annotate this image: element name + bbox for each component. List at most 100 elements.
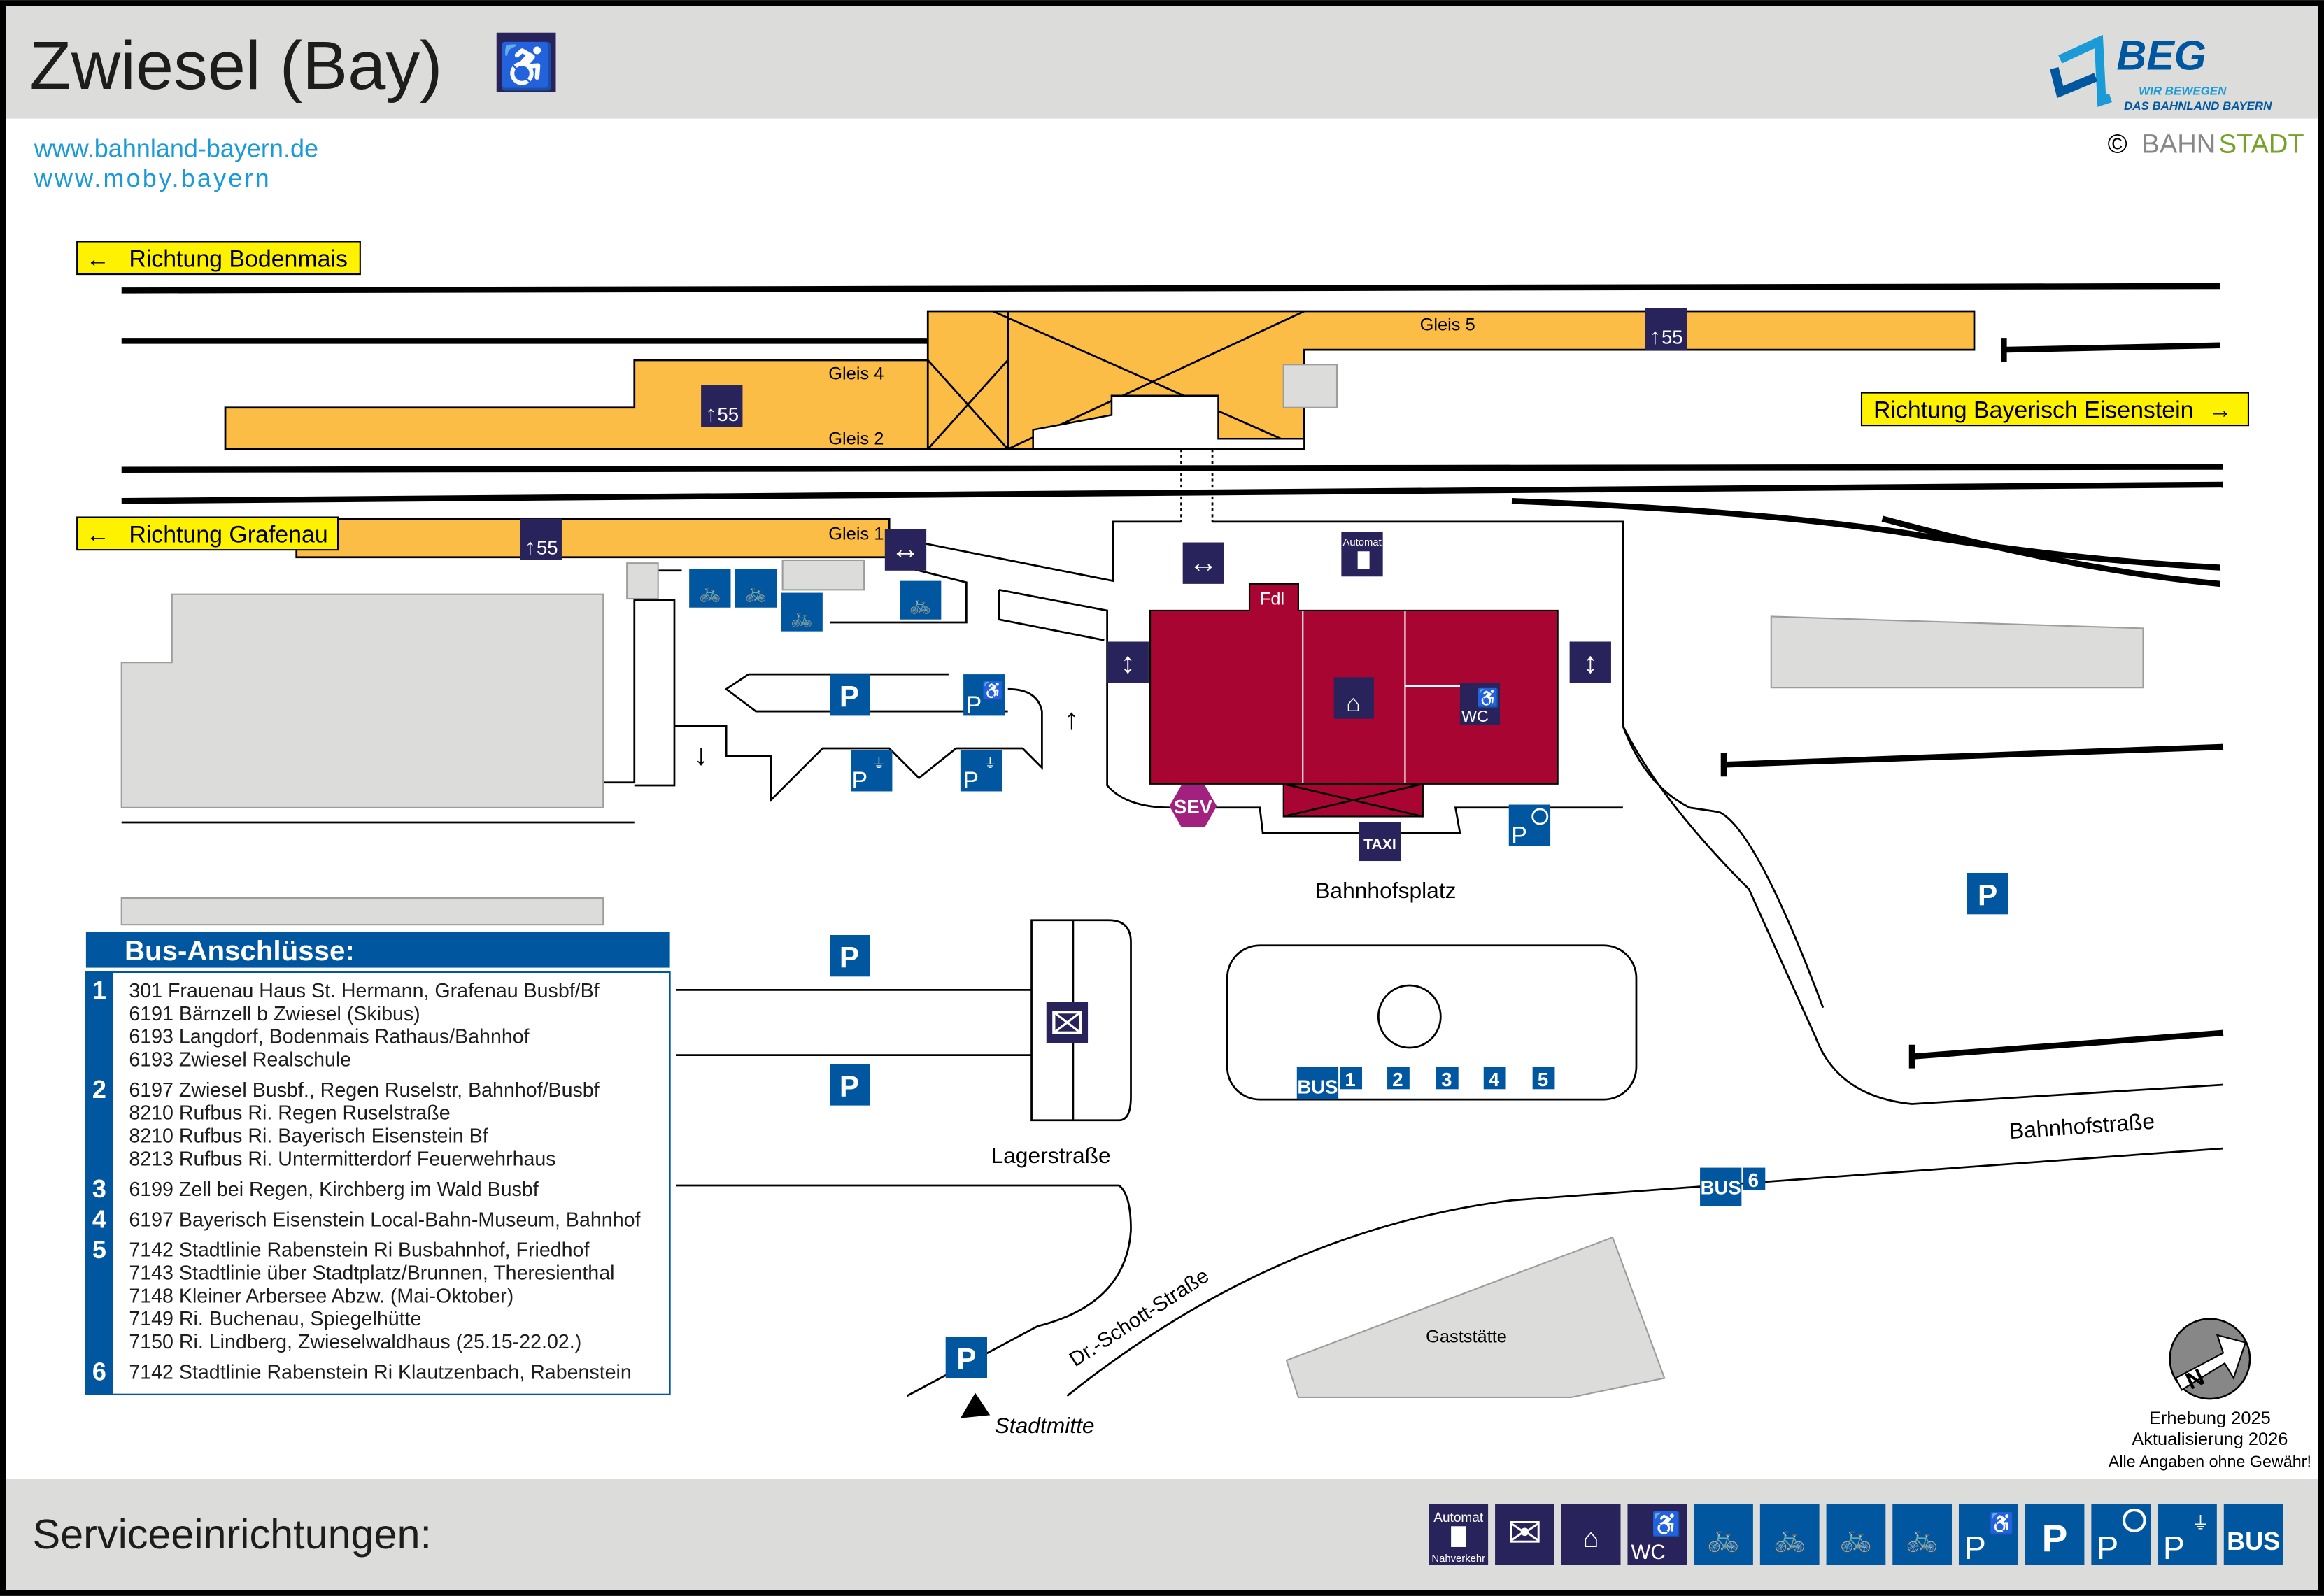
bus-line: 7148 Kleiner Arbersee Abzw. (Mai-Oktober…: [129, 1285, 513, 1307]
svg-text:BAHN: BAHN: [2141, 129, 2216, 159]
wheelchair-icon: ♿: [496, 32, 556, 92]
bus-line: 8210 Rufbus Ri. Regen Ruselstraße: [129, 1102, 450, 1125]
gleis-1-label: Gleis 1: [828, 524, 884, 543]
passage-horizontal-icon: ↔: [1182, 542, 1224, 584]
passage-horizontal-icon: ↔: [884, 529, 927, 571]
svg-text:✉: ✉: [1508, 1509, 1543, 1556]
disclaimer: Alle Angaben ohne Gewähr!: [2109, 1453, 2311, 1471]
survey-year: Erhebung 2025: [2149, 1409, 2271, 1428]
svg-text:→: →: [2209, 397, 2232, 424]
e-bike-charging-icon: 🚲: [1892, 1504, 1953, 1565]
passage-vertical-icon: ↕: [1569, 641, 1611, 683]
svg-text:P: P: [839, 681, 859, 713]
svg-text:🚲: 🚲: [791, 608, 813, 628]
mailbox-icon: [1046, 1002, 1089, 1043]
link-moby[interactable]: www.moby.bayern: [34, 164, 271, 192]
header-band: [6, 6, 2318, 119]
svg-text:BUS: BUS: [2227, 1527, 2280, 1555]
bus-stop-5: 5: [1532, 1067, 1555, 1090]
bike-rental-icon: 🚲: [781, 592, 823, 632]
bus-stop-number: 1: [92, 976, 106, 1004]
short-term-parking-icon: P: [2091, 1504, 2151, 1566]
bus-stop-3: 3: [1436, 1067, 1459, 1090]
lagerstrasse-label: Lagerstraße: [991, 1143, 1110, 1168]
svg-text:TAXI: TAXI: [1363, 836, 1396, 853]
direction-bodenmais: ← Richtung Bodenmais: [76, 241, 361, 276]
one-way-arrow: ↑: [1064, 702, 1079, 735]
walkways: [121, 449, 2224, 1397]
bike-parking-icon: 🚲: [900, 580, 942, 620]
svg-text:Nahverkehr: Nahverkehr: [1431, 1553, 1485, 1565]
bahnstadt-copyright: © BAHN STADT: [2108, 129, 2304, 159]
svg-text:1: 1: [1345, 1069, 1355, 1090]
svg-text:BUS: BUS: [1701, 1177, 1741, 1199]
svg-text:BEG: BEG: [2116, 32, 2206, 79]
bike-rental-icon: 🚲: [1694, 1504, 1753, 1565]
bus-line: 6193 Zwiesel Realschule: [129, 1048, 351, 1071]
svg-text:←: ←: [86, 245, 110, 272]
svg-text:♿: ♿: [1651, 1511, 1680, 1538]
parking-icon: P: [1967, 872, 2008, 915]
fdl-label: Fdl: [1260, 590, 1284, 609]
svg-text:Richtung Bodenmais: Richtung Bodenmais: [129, 245, 348, 272]
update-year: Aktualisierung 2026: [2132, 1430, 2288, 1449]
bus-icon: BUS: [2223, 1504, 2283, 1565]
svg-text:♿: ♿: [1477, 687, 1499, 708]
svg-text:♿: ♿: [982, 680, 1005, 701]
svg-text:55: 55: [717, 404, 739, 425]
bus-stop-number: 6: [92, 1358, 106, 1386]
neighbor-buildings: [120, 559, 2144, 1399]
svg-text:Richtung Bayerisch Eisenstein: Richtung Bayerisch Eisenstein: [1873, 397, 2194, 424]
accessible-wc-icon: ♿WC: [1459, 683, 1501, 725]
bus-line: 7149 Ri. Buchenau, Spiegelhütte: [129, 1308, 421, 1330]
svg-text:STADT: STADT: [2219, 129, 2304, 159]
svg-text:P: P: [839, 1070, 859, 1103]
svg-text:⏚: ⏚: [872, 757, 886, 771]
svg-text:♿: ♿: [1989, 1512, 2015, 1536]
svg-text:P: P: [963, 767, 979, 794]
svg-text:P: P: [966, 692, 982, 718]
svg-text:P: P: [2163, 1530, 2185, 1566]
svg-text:P: P: [1964, 1530, 1986, 1566]
svg-text:55: 55: [1661, 327, 1683, 348]
svg-text:P: P: [851, 767, 867, 794]
svg-text:↕: ↕: [1583, 646, 1598, 679]
gleis-5-label: Gleis 5: [1420, 315, 1475, 335]
accessible-parking-icon: P♿: [963, 674, 1005, 718]
bus-line: 6193 Langdorf, Bodenmais Rathaus/Bahnhof: [129, 1026, 529, 1048]
bike-parking-icon: 🚲: [1826, 1504, 1886, 1565]
svg-text:↑: ↑: [525, 534, 536, 559]
services-title: Serviceeinrichtungen:: [33, 1511, 432, 1558]
svg-text:↕: ↕: [1121, 646, 1135, 679]
platform-gleis-1: [295, 518, 891, 559]
svg-text:Automat: Automat: [1433, 1511, 1484, 1525]
svg-text:←: ←: [86, 522, 110, 548]
bus-stop-number: 2: [92, 1075, 106, 1104]
bus-line: 6197 Zwiesel Busbf., Regen Ruselstr, Bah…: [129, 1079, 599, 1102]
svg-text:🚲: 🚲: [699, 583, 721, 603]
svg-text:🚲: 🚲: [1773, 1523, 1806, 1553]
direction-grafenau: ← Richtung Grafenau: [76, 516, 339, 551]
accessible-wc-icon: ♿WC: [1627, 1504, 1687, 1565]
beg-logo: BEG WIR BEWEGEN DAS BAHNLAND BAYERN: [2050, 32, 2272, 113]
svg-text:↑: ↑: [1650, 324, 1661, 349]
svg-text:P: P: [1511, 822, 1527, 849]
svg-text:P: P: [2042, 1516, 2068, 1560]
svg-text:6: 6: [1748, 1169, 1759, 1191]
svg-text:BUS: BUS: [1297, 1076, 1338, 1098]
svg-text:🚲: 🚲: [1707, 1523, 1740, 1553]
ev-charging-parking-icon: P⏚: [2158, 1504, 2217, 1566]
svg-text:⌂: ⌂: [1346, 690, 1360, 717]
svg-text:🚲: 🚲: [909, 595, 932, 615]
waiting-room-icon: ⌂: [1333, 677, 1374, 719]
link-bahnland[interactable]: www.bahnland-bayern.de: [34, 134, 318, 163]
parking-icon: P: [2025, 1504, 2085, 1565]
taxi-icon: TAXI: [1359, 822, 1401, 862]
svg-text:P: P: [956, 1343, 976, 1376]
svg-text:Richtung Grafenau: Richtung Grafenau: [129, 522, 327, 548]
svg-text:55: 55: [537, 536, 558, 558]
